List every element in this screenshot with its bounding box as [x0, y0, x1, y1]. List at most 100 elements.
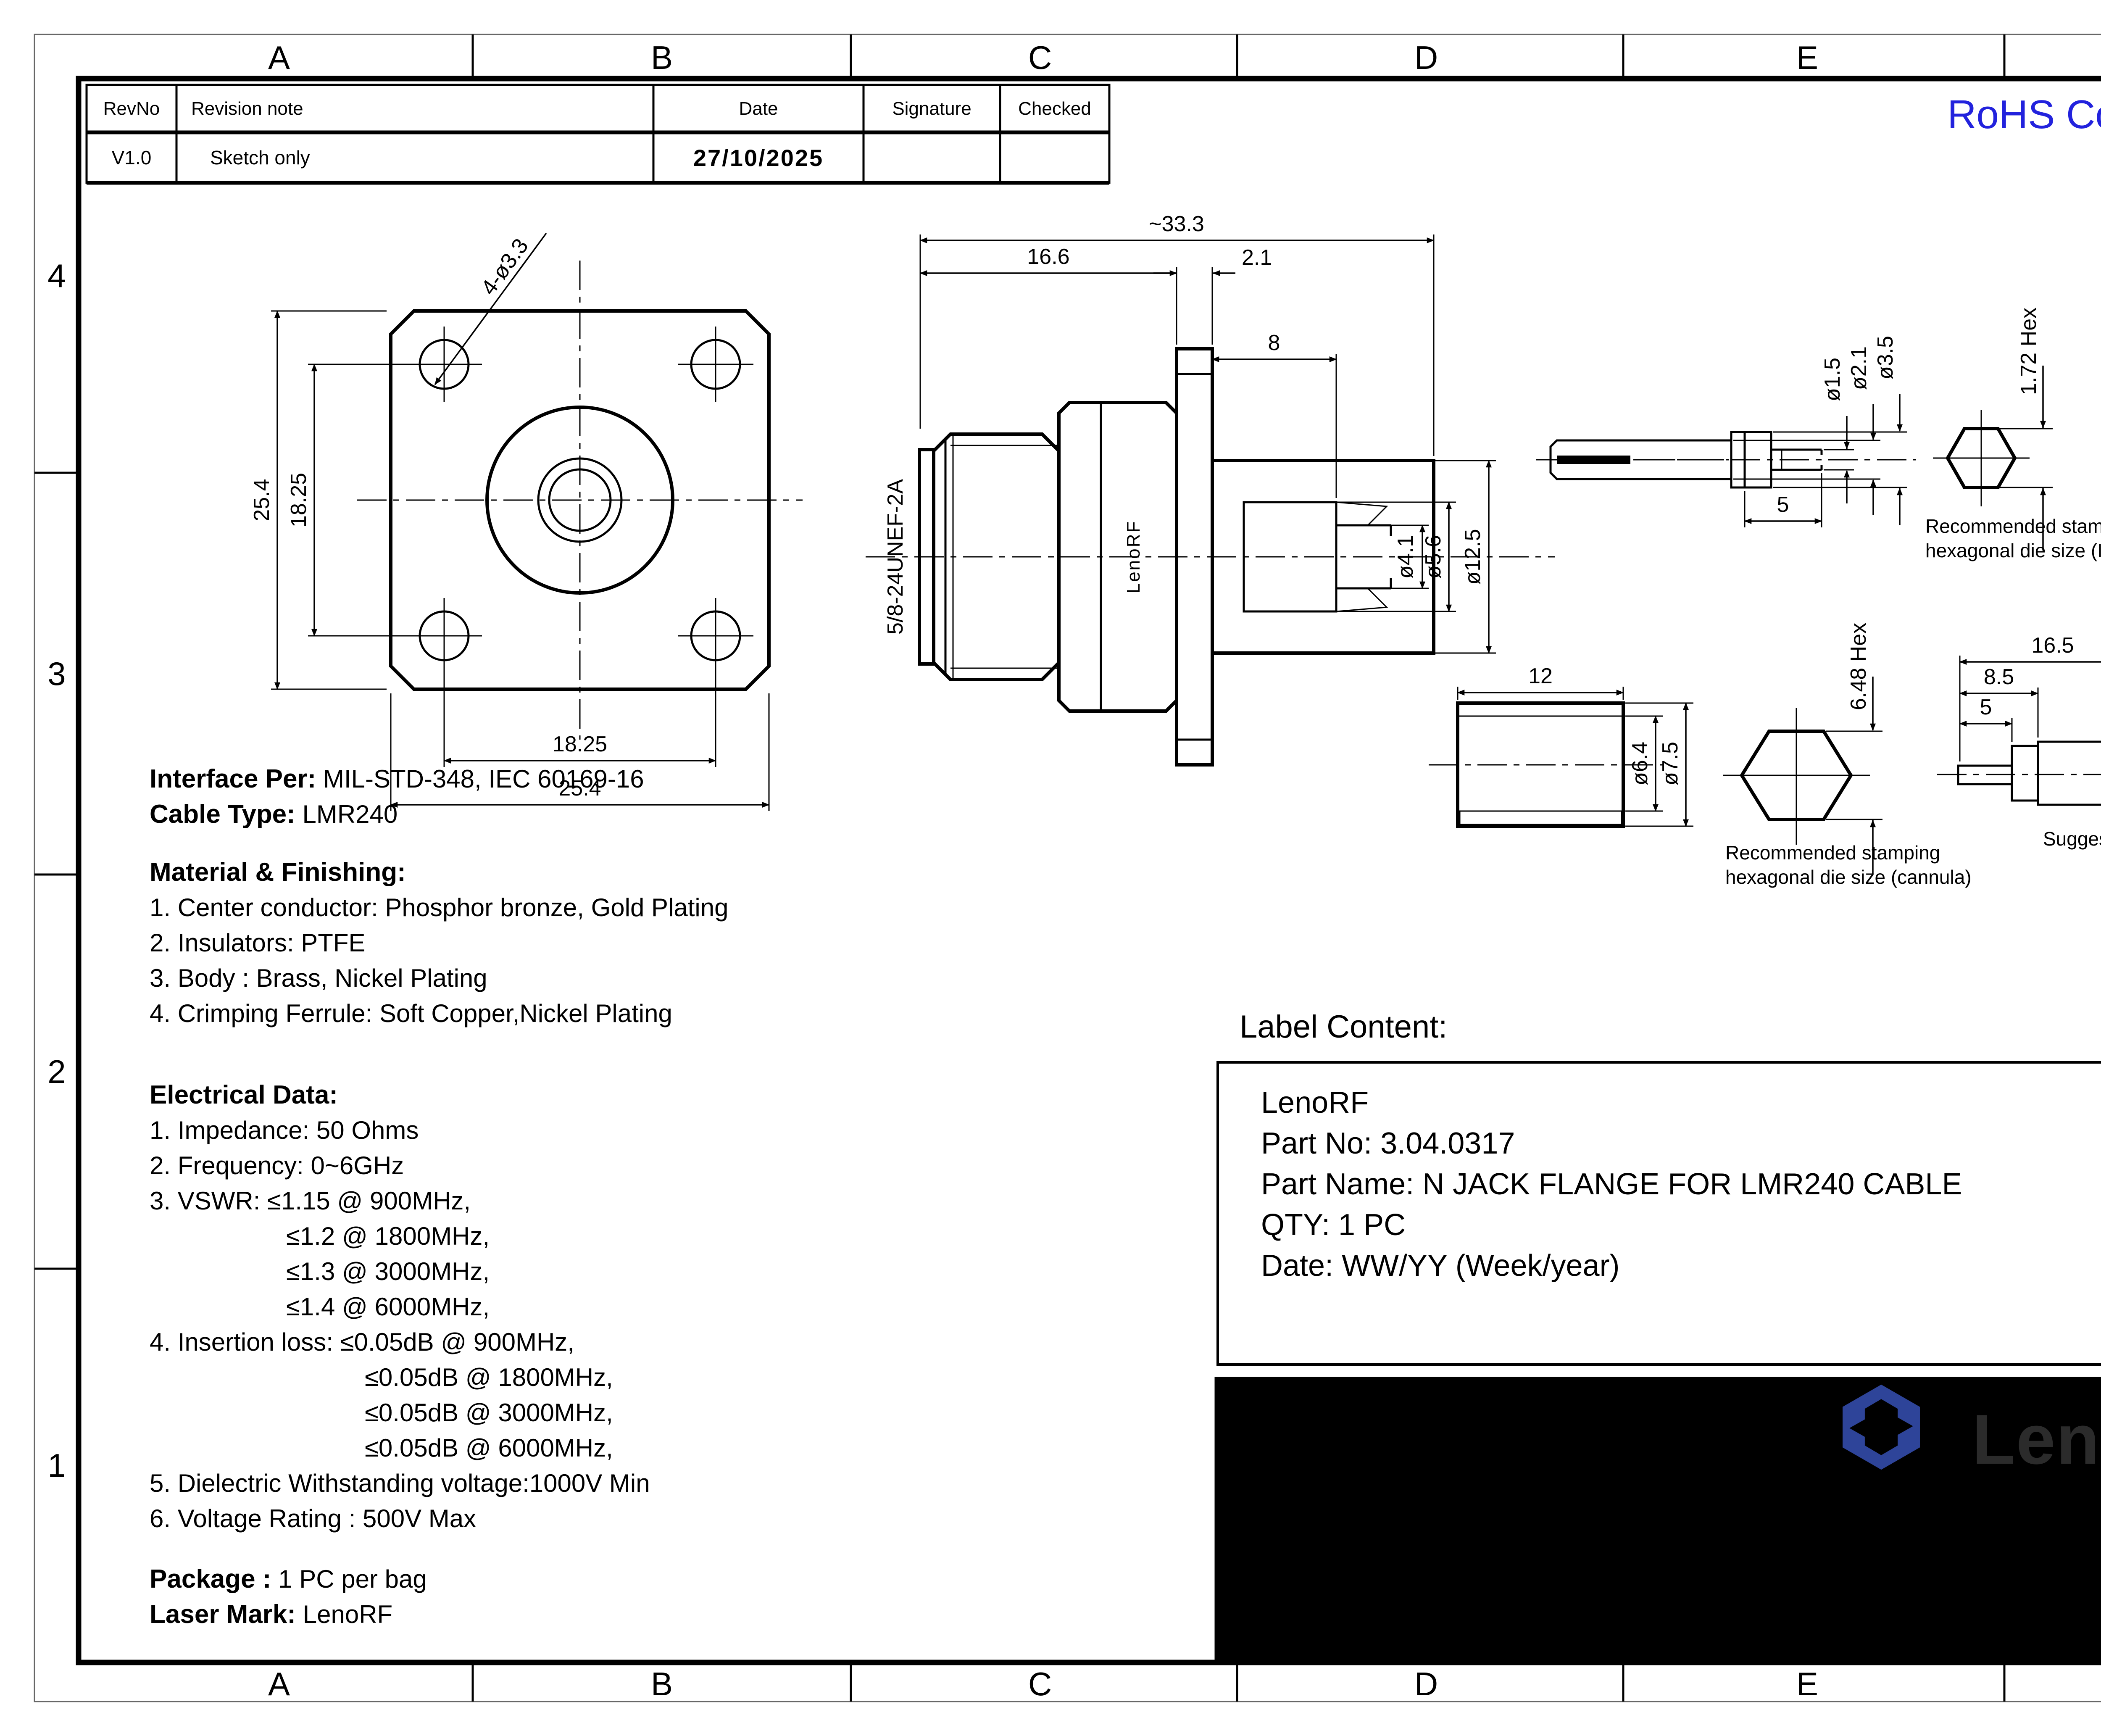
- note-label: Recommended stamping: [1925, 515, 2101, 537]
- material-label: Material:: [1380, 1387, 1460, 1411]
- finish-label: Finish:: [1389, 1428, 1451, 1451]
- scale-value: 8 : 1: [1760, 1428, 1801, 1451]
- material-item: 2. Insulators: PTFE: [150, 929, 366, 957]
- dim-label: 2.1: [1242, 245, 1272, 270]
- revision-header-signature: Signature: [892, 98, 972, 119]
- label-content-box: LenoRF Part No: 3.04.0317 Part Name: N J…: [1216, 1061, 2101, 1366]
- data-label: DATA:: [1493, 1625, 1533, 1641]
- electrical-item: ≤0.05dB @ 3000MHz,: [365, 1399, 613, 1427]
- pn-label: p/n: [1661, 1509, 1690, 1533]
- note-label: Suggested stripping: [2043, 828, 2101, 850]
- note-label: hexagonal die size (Inserting pin): [1925, 540, 2101, 561]
- dim-label: 8: [1268, 331, 1280, 355]
- tolerance-row: .x±0.15: [1222, 1438, 1319, 1458]
- label-line: Date: WW/YY (Week/year): [1261, 1249, 1620, 1283]
- dim-label: ø1.5: [1820, 358, 1845, 401]
- drawn-label: Drawn: [1254, 1549, 1315, 1573]
- label-content-heading: Label Content:: [1240, 1009, 1448, 1045]
- dim-label: ø4.1: [1393, 535, 1418, 579]
- electrical-item: 3. VSWR: ≤1.15 @ 900MHz,: [150, 1187, 471, 1215]
- side-section-view: ~33.3 16.6 2.1 8 ø4.1 ø5.6 ø12.5: [866, 212, 1555, 767]
- page-label: Page: [1651, 1468, 1700, 1492]
- grid-row-label: 4: [47, 257, 66, 294]
- electrical-item: 2. Frequency: 0~6GHz: [150, 1151, 404, 1180]
- grid-col-label: E: [1796, 1665, 1819, 1702]
- revision-value-checked: [1000, 132, 1109, 183]
- weight-label: Weight: [1643, 1387, 1708, 1411]
- electrical-item: ≤1.4 @ 6000MHz,: [286, 1293, 490, 1321]
- dim-label: ø3.5: [1873, 336, 1898, 379]
- rev-value: V1.0: [1533, 1509, 1577, 1533]
- checked-label: Checked: [1243, 1590, 1326, 1614]
- note-label: hexagonal die size (cannula): [1725, 866, 1972, 888]
- third-angle-projection-icon: [1728, 1541, 1833, 1581]
- interface-line: Interface Per: MIL-STD-348, IEC 60169-16: [150, 764, 644, 793]
- tolerance-row: .xx±0.1: [1222, 1464, 1309, 1484]
- dim-label: 1.72 Hex: [2017, 308, 2041, 395]
- dim-label: ø12.5: [1461, 529, 1485, 585]
- svg-text:18.25: 18.25: [553, 732, 607, 756]
- lenorf-logo-icon: [1843, 1384, 1920, 1470]
- title-cell: Title: N JACK FLANGE FOR LMR240 CABLE: [1623, 1581, 2101, 1662]
- dwg-no-value: 3.04.0317: [1993, 1500, 2101, 1541]
- grid-col-label: D: [1414, 39, 1438, 76]
- page-value: 01: [1769, 1468, 1792, 1492]
- revision-value-revno: V1.0: [111, 147, 152, 169]
- grid-row-label: 3: [47, 655, 66, 692]
- cable-line: Cable Type: LMR240: [150, 800, 398, 829]
- svg-text:18.25: 18.25: [287, 473, 311, 527]
- revision-header-revno: RevNo: [103, 98, 160, 119]
- dim-label: 5/8-24UNEF-2A: [883, 479, 908, 635]
- electrical-item: 6. Voltage Rating : 500V Max: [150, 1504, 477, 1533]
- label-line: QTY: 1 PC: [1261, 1208, 1406, 1242]
- rev-label: REV.: [1396, 1509, 1444, 1533]
- body-mark-label: LenoRF: [1123, 520, 1144, 594]
- cannula-view: 12 ø6.4 ø7.5: [1429, 664, 1693, 828]
- hex-die-cannula: 6.48 Hex Recommended stamping hexagonal …: [1723, 623, 1972, 888]
- material-item: 3. Body : Brass, Nickel Plating: [150, 964, 487, 992]
- revision-header-date: Date: [739, 98, 778, 119]
- dim-label: ø5.6: [1421, 535, 1445, 579]
- tolerance-row: Angle:±2°: [1222, 1516, 1301, 1536]
- electrical-heading: Electrical Data:: [150, 1080, 338, 1109]
- drawing-title: N JACK FLANGE FOR LMR240 CABLE: [1716, 1608, 2101, 1644]
- data-label: DATA:: [1493, 1585, 1533, 1601]
- grid-col-label: B: [650, 1665, 673, 1702]
- dim-label: 6.48 Hex: [1846, 623, 1871, 710]
- tolerance-box: Unless otherwise specified, tolerances a…: [1216, 1379, 1352, 1541]
- tolerance-note: Unless otherwise specified,: [1222, 1385, 1328, 1417]
- electrical-item: 1. Impedance: 50 Ohms: [150, 1116, 419, 1144]
- revision-value-date: 27/10/2025: [693, 144, 824, 171]
- grid-col-label: E: [1796, 39, 1819, 76]
- revision-header-checked: Checked: [1018, 98, 1091, 119]
- material-item: 1. Center conductor: Phosphor bronze, Go…: [150, 893, 729, 922]
- package-line: Package : 1 PC per bag: [150, 1565, 427, 1594]
- revision-header-note: Revision note: [191, 98, 303, 119]
- rohs-compliant-label: RoHS Compliant.: [1947, 92, 2101, 137]
- electrical-item: 4. Insertion loss: ≤0.05dB @ 900MHz,: [150, 1328, 574, 1356]
- title-label: Title:: [1629, 1584, 1668, 1604]
- electrical-item: ≤1.3 @ 3000MHz,: [286, 1257, 490, 1286]
- scale-label: Scale: [1649, 1428, 1702, 1451]
- lenorf-logo-text: LenoRF: [1972, 1400, 2101, 1479]
- electrical-item: ≤1.2 @ 1800MHz,: [286, 1222, 490, 1250]
- dim-label: ø2.1: [1847, 346, 1871, 390]
- label-line: LenoRF: [1261, 1086, 1369, 1120]
- grid-col-label: D: [1414, 1665, 1438, 1702]
- cust-pn-label: Cust P/N.: [1868, 1549, 1958, 1573]
- electrical-item: ≤0.05dB @ 6000MHz,: [365, 1434, 613, 1462]
- dim-label: 8.5: [1984, 665, 2014, 689]
- grid-col-label: C: [1028, 1665, 1052, 1702]
- cust-pn-value: TBD: [1993, 1541, 2101, 1581]
- dwg-no-label: DWG NO.: [1865, 1509, 1960, 1533]
- grid-col-label: A: [268, 1665, 290, 1702]
- dim-label: 16.5: [2031, 633, 2074, 658]
- grid-col-label: C: [1028, 39, 1052, 76]
- pin-detail-view: 5 ø1.5 ø2.1 ø3.5: [1536, 336, 1916, 527]
- dim-label: ø6.4: [1628, 742, 1652, 785]
- notes-block: Interface Per: MIL-STD-348, IEC 60169-16…: [150, 761, 1158, 1632]
- material-value: See Notes: [1506, 1387, 1604, 1411]
- revision-value-note: Sketch only: [210, 147, 310, 169]
